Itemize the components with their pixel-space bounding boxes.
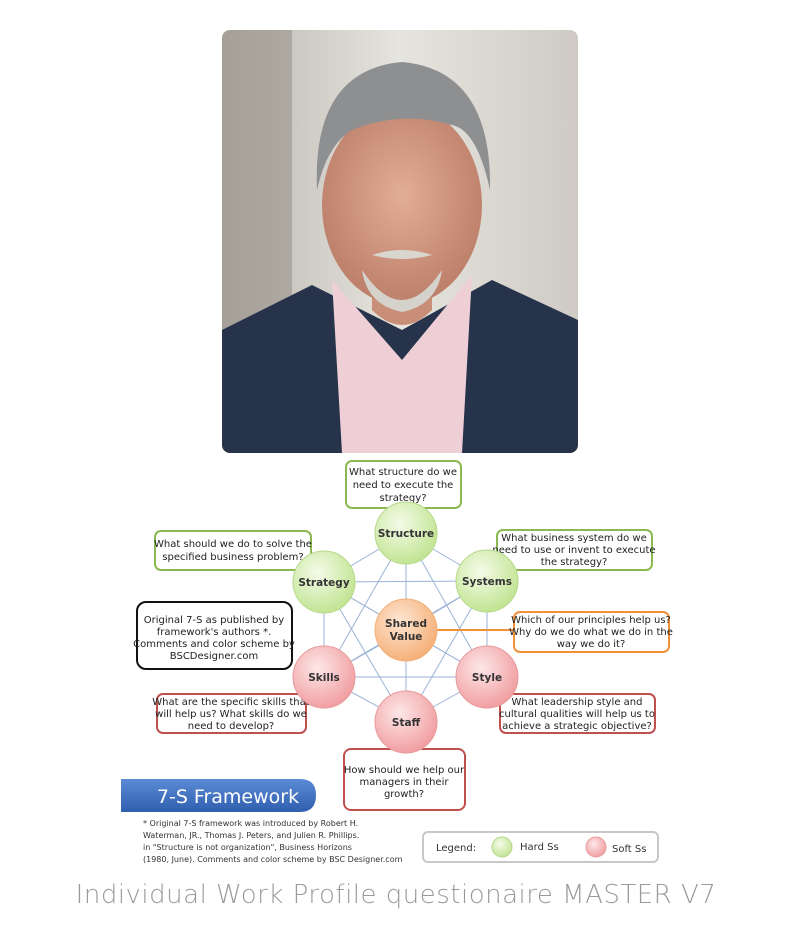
node-systems: Systems — [455, 549, 519, 613]
caption: Individual Work Profile questionaire MAS… — [75, 880, 717, 910]
svg-text:framework's authors *.: framework's authors *. — [157, 627, 272, 638]
node-skills: Skills — [292, 645, 356, 709]
portrait-photo — [222, 30, 578, 453]
svg-text:Which of our principles help u: Which of our principles help us? — [511, 615, 671, 626]
svg-text:Original 7-S as published by: Original 7-S as published by — [144, 615, 284, 626]
svg-text:Skills: Skills — [308, 672, 340, 684]
svg-text:cultural qualities will help u: cultural qualities will help us to — [499, 709, 655, 720]
footnote: * Original 7-S framework was introduced … — [143, 819, 403, 864]
svg-text:Shared: Shared — [385, 618, 427, 630]
svg-text:What business system do we: What business system do we — [501, 533, 647, 544]
svg-text:in "Structure is not organizat: in "Structure is not organization", Busi… — [143, 843, 352, 852]
question-structure: What structure do we need to execute the… — [345, 460, 462, 509]
svg-text:managers in their: managers in their — [360, 777, 450, 788]
authors-note: Original 7-S as published by framework's… — [133, 601, 295, 670]
svg-text:strategy?: strategy? — [379, 493, 426, 504]
node-staff: Staff — [374, 690, 438, 754]
node-strategy: Strategy — [292, 550, 356, 614]
svg-text:How should we help our: How should we help our — [344, 765, 465, 776]
svg-text:Systems: Systems — [462, 576, 512, 588]
svg-text:Soft Ss: Soft Ss — [612, 844, 646, 855]
node-structure: Structure — [374, 501, 438, 565]
svg-text:need to develop?: need to develop? — [188, 721, 275, 732]
legend-hard-swatch — [491, 836, 513, 858]
svg-text:What structure do we: What structure do we — [349, 467, 457, 478]
svg-text:7-S Framework: 7-S Framework — [157, 786, 299, 808]
svg-text:Strategy: Strategy — [298, 577, 350, 589]
svg-text:What leadership style and: What leadership style and — [512, 697, 643, 708]
seven-s-diagram: What structure do we need to execute the… — [121, 460, 673, 864]
svg-text:Value: Value — [390, 631, 423, 643]
question-strategy: What should we do to solve the specified… — [154, 530, 312, 571]
svg-text:Legend:: Legend: — [436, 843, 476, 854]
node-style: Style — [455, 645, 519, 709]
question-staff: How should we help our managers in their… — [343, 748, 466, 811]
svg-text:growth?: growth? — [384, 789, 424, 800]
question-style: What leadership style and cultural quali… — [499, 693, 656, 734]
svg-text:Comments and color scheme by: Comments and color scheme by — [133, 639, 295, 650]
svg-text:Staff: Staff — [392, 717, 421, 729]
svg-text:* Original 7-S framework was i: * Original 7-S framework was introduced … — [143, 819, 358, 828]
svg-text:BSCDesigner.com: BSCDesigner.com — [170, 651, 258, 662]
legend-soft-swatch — [585, 836, 607, 858]
svg-text:the strategy?: the strategy? — [541, 557, 608, 568]
svg-text:Why do we do what we do in the: Why do we do what we do in the — [509, 627, 673, 638]
svg-text:Structure: Structure — [378, 528, 434, 540]
svg-text:way we do it?: way we do it? — [557, 639, 626, 650]
legend: Legend: Hard Ss Soft Ss — [422, 831, 659, 863]
svg-text:will help us? What skills do w: will help us? What skills do we — [155, 709, 307, 720]
svg-text:(1980, June). Comments and col: (1980, June). Comments and color scheme … — [143, 855, 403, 864]
svg-text:need to use or invent to execu: need to use or invent to execute — [492, 545, 655, 556]
framework-title-banner: 7-S Framework — [121, 779, 316, 812]
svg-text:need to execute the: need to execute the — [353, 480, 454, 491]
svg-text:specified business problem?: specified business problem? — [162, 552, 303, 563]
svg-text:achieve a strategic objective?: achieve a strategic objective? — [502, 721, 652, 732]
question-skills: What are the specific skills that will h… — [152, 693, 310, 734]
question-systems: What business system do we need to use o… — [492, 529, 656, 571]
svg-text:Waterman, JR., Thomas J. Peter: Waterman, JR., Thomas J. Peters, and Jul… — [143, 831, 359, 840]
svg-text:Hard Ss: Hard Ss — [520, 842, 559, 853]
svg-text:Style: Style — [472, 672, 502, 684]
svg-text:What are the specific skills t: What are the specific skills that — [152, 697, 309, 708]
svg-text:What should we do to solve the: What should we do to solve the — [154, 539, 312, 550]
question-shared-value: Which of our principles help us? Why do … — [509, 611, 673, 653]
